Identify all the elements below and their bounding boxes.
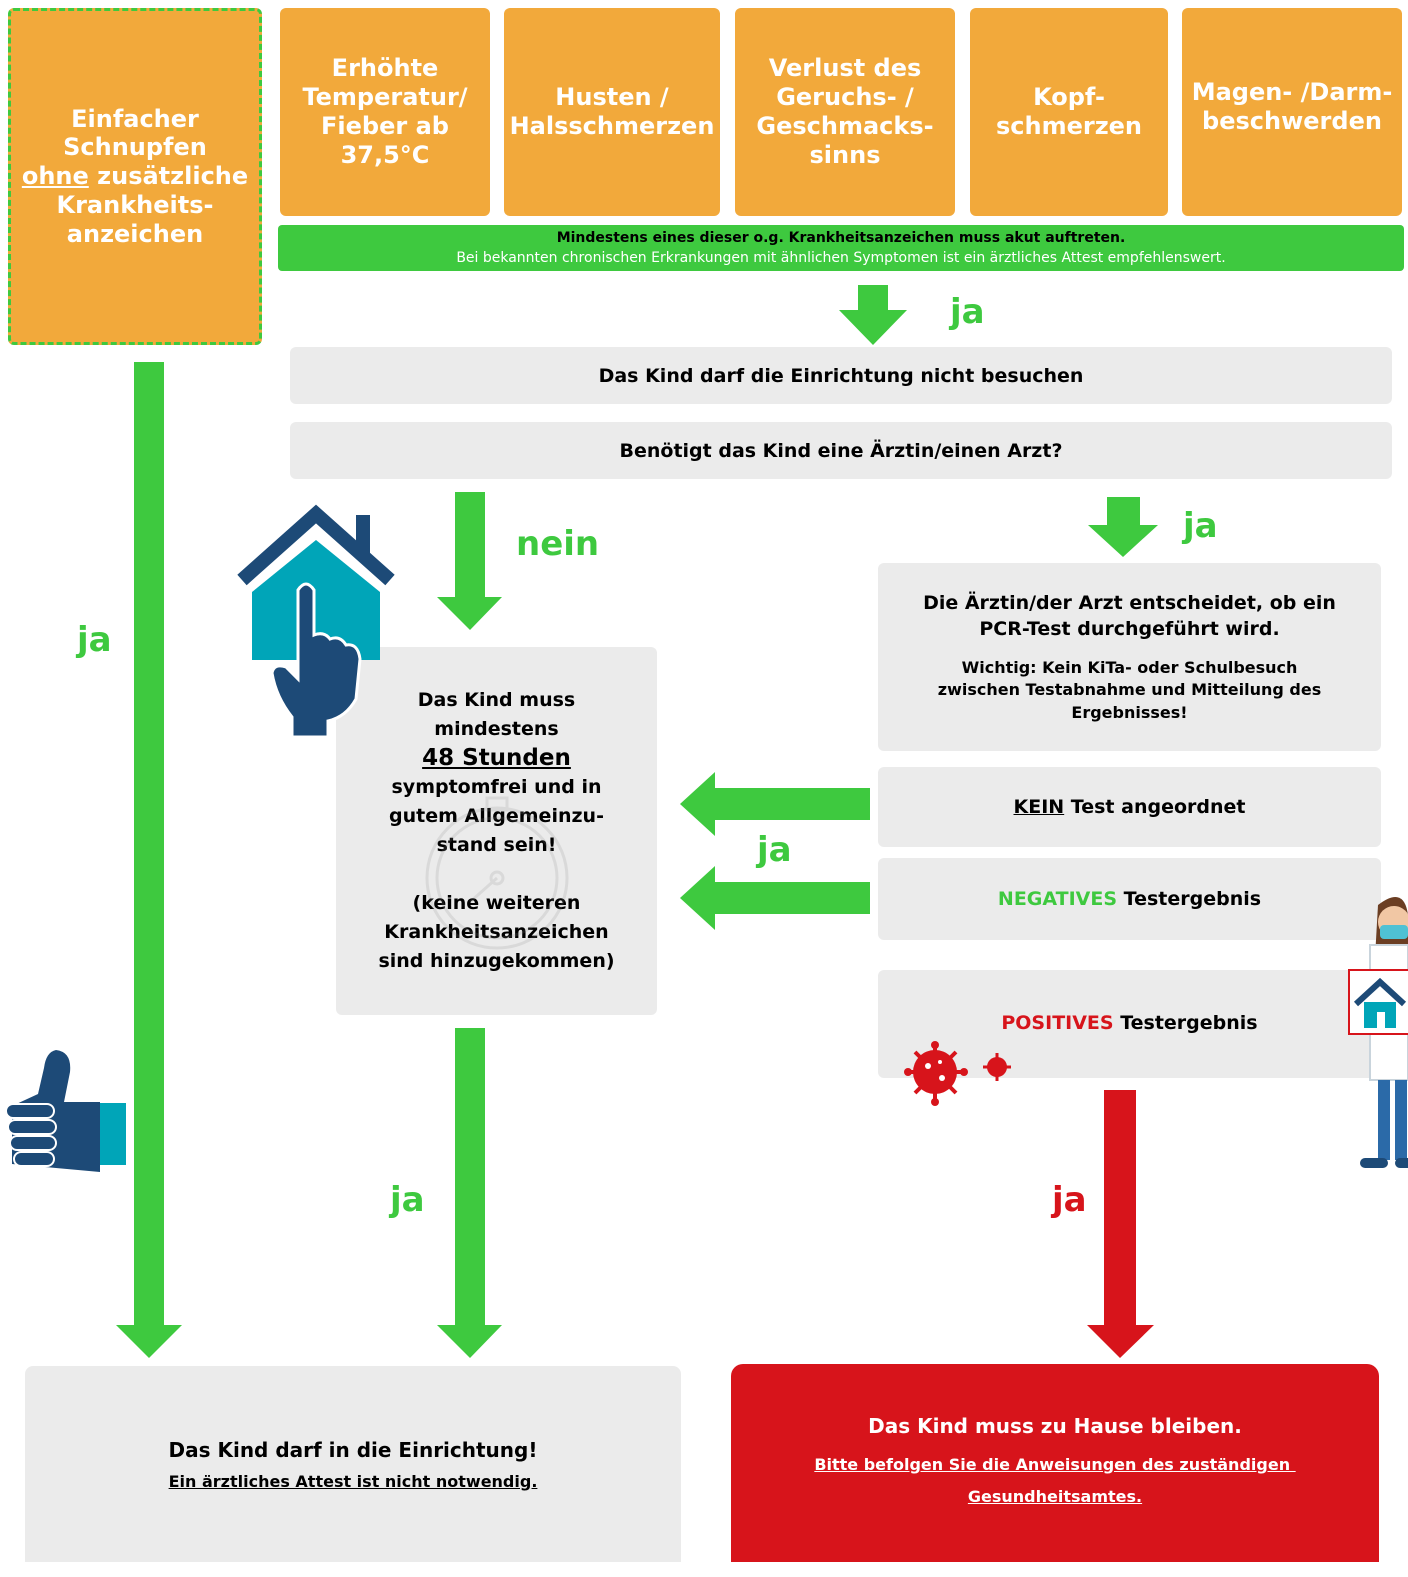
doctor-line1: Die Ärztin/der Arzt entscheidet, ob ein — [923, 591, 1336, 614]
arrow-left-negative — [680, 866, 870, 930]
thumbs-up-icon — [5, 1050, 126, 1172]
outcome-home-title: Das Kind muss zu Hause bleiben. — [868, 1414, 1242, 1438]
rhinitis-line5: anzeichen — [66, 219, 204, 248]
outcome-home-box: Das Kind muss zu Hause bleiben. Bitte be… — [731, 1364, 1379, 1562]
outcome-ok-sub: Ein ärztliches Attest ist nicht notwendi… — [168, 1471, 538, 1491]
symptom-rhinitis: Einfacher Schnupfen ohne zusätzliche Kra… — [8, 8, 262, 345]
smell-line4: sinns — [809, 140, 881, 169]
arrow-down-red — [1087, 1090, 1154, 1358]
smell-line1: Verlust des — [768, 54, 922, 83]
rhinitis-line3: zusätzliche — [88, 162, 249, 191]
rhinitis-ohne: ohne — [21, 162, 89, 191]
doctor-decision-box: Die Ärztin/der Arzt entscheidet, ob ein … — [878, 563, 1381, 751]
arrow-down-middle — [437, 1028, 502, 1358]
cough-line1: Husten / — [555, 83, 669, 112]
cough-line2: Halsschmerzen — [509, 112, 715, 140]
criteria-banner: Mindestens eines dieser o.g. Krankheitsa… — [278, 225, 1404, 271]
label-ja-top: ja — [950, 292, 985, 332]
smell-line2: Geruchs- / — [776, 83, 914, 112]
arrow-down-ja-doctor — [1088, 497, 1158, 557]
positive-word: POSITIVES — [1001, 1012, 1114, 1034]
outcome-ok-title: Das Kind darf in die Einrichtung! — [168, 1437, 538, 1462]
label-ja-doctor: ja — [1183, 506, 1218, 546]
arrow-left-kein — [680, 772, 870, 836]
label-ja-results: ja — [757, 830, 792, 870]
sf-l4: symptomfrei und in — [391, 776, 602, 798]
outcome-home-sub2: Gesundheitsamtes. — [967, 1487, 1143, 1506]
fever-line3: Fieber ab — [321, 112, 449, 140]
fever-line1: Erhöhte — [331, 54, 439, 83]
positive-rest: Testergebnis — [1113, 1012, 1258, 1034]
symptom-cough: Husten / Halsschmerzen — [504, 8, 720, 216]
need-doctor-box: Benötigt das Kind eine Ärztin/einen Arzt… — [290, 422, 1392, 479]
arrow-down-ja-top — [839, 285, 907, 345]
label-nein: nein — [516, 524, 600, 564]
sf-l2: mindestens — [434, 718, 559, 740]
smell-line3: Geschmacks- — [756, 112, 934, 140]
banner-line2: Bei bekannten chronischen Erkrankungen m… — [456, 250, 1226, 266]
arrow-down-left-long — [116, 362, 182, 1358]
symptom-stomach: Magen- /Darm- beschwerden — [1182, 8, 1402, 216]
arrow-down-nein — [437, 492, 502, 630]
doctor-note3: Ergebnisses! — [1071, 702, 1188, 722]
not-attend-box: Das Kind darf die Einrichtung nicht besu… — [290, 347, 1392, 404]
symptom-smell: Verlust des Geruchs- / Geschmacks- sinns — [735, 8, 955, 216]
negative-box: NEGATIVES Testergebnis — [878, 858, 1381, 940]
headache-line1: Kopf- — [1033, 83, 1105, 112]
outcome-allowed-box: Das Kind darf in die Einrichtung! Ein är… — [25, 1366, 681, 1562]
banner-line1: Mindestens eines dieser o.g. Krankheitsa… — [556, 230, 1126, 246]
symptom-fever: Erhöhte Temperatur/ Fieber ab 37,5°C — [280, 8, 490, 216]
sf-l6: stand sein! — [436, 834, 557, 856]
sf-l5: gutem Allgemeinzu- — [389, 805, 604, 827]
label-ja-red: ja — [1052, 1180, 1087, 1220]
sf-l8: Krankheitsanzeichen — [384, 921, 609, 943]
outcome-home-sub1: Bitte befolgen Sie die Anweisungen des z… — [814, 1455, 1296, 1474]
negative-word: NEGATIVES — [997, 888, 1118, 910]
sf-l9: sind hinzugekommen) — [378, 950, 615, 972]
no-test-box: KEIN Test angeordnet — [878, 767, 1381, 847]
symptom-free-box: Das Kind muss mindestens 48 Stunden symp… — [336, 647, 657, 1015]
label-ja-left: ja — [77, 620, 112, 660]
doctor-line2: PCR-Test durchgeführt wird. — [979, 618, 1280, 641]
sf-l7: (keine weiteren — [412, 892, 581, 914]
positive-box: POSITIVES Testergebnis — [878, 970, 1381, 1078]
headache-line2: schmerzen — [995, 112, 1143, 140]
sf-l1: Das Kind muss — [417, 689, 576, 711]
no-test-rest: Test angeordnet — [1064, 796, 1246, 818]
doctor-note1: Wichtig: Kein KiTa- oder Schulbesuch — [961, 658, 1298, 677]
negative-rest: Testergebnis — [1117, 888, 1262, 910]
symptom-headache: Kopf- schmerzen — [970, 8, 1168, 216]
fever-line2: Temperatur/ — [302, 83, 468, 112]
no-test-kein: KEIN — [1013, 796, 1065, 818]
sf-l3: 48 Stunden — [422, 745, 571, 771]
fever-line4: 37,5°C — [340, 140, 430, 169]
stomach-line1: Magen- /Darm- — [1191, 78, 1393, 106]
label-ja-middle: ja — [390, 1180, 425, 1220]
rhinitis-line4: Krankheits- — [56, 190, 214, 219]
need-doctor-text: Benötigt das Kind eine Ärztin/einen Arzt… — [619, 439, 1063, 462]
stomach-line2: beschwerden — [1202, 106, 1382, 135]
not-attend-text: Das Kind darf die Einrichtung nicht besu… — [598, 364, 1084, 387]
doctor-note2: zwischen Testabnahme und Mitteilung des — [937, 680, 1322, 700]
rhinitis-line1: Einfacher — [71, 104, 199, 133]
rhinitis-line2: Schnupfen — [63, 133, 207, 162]
